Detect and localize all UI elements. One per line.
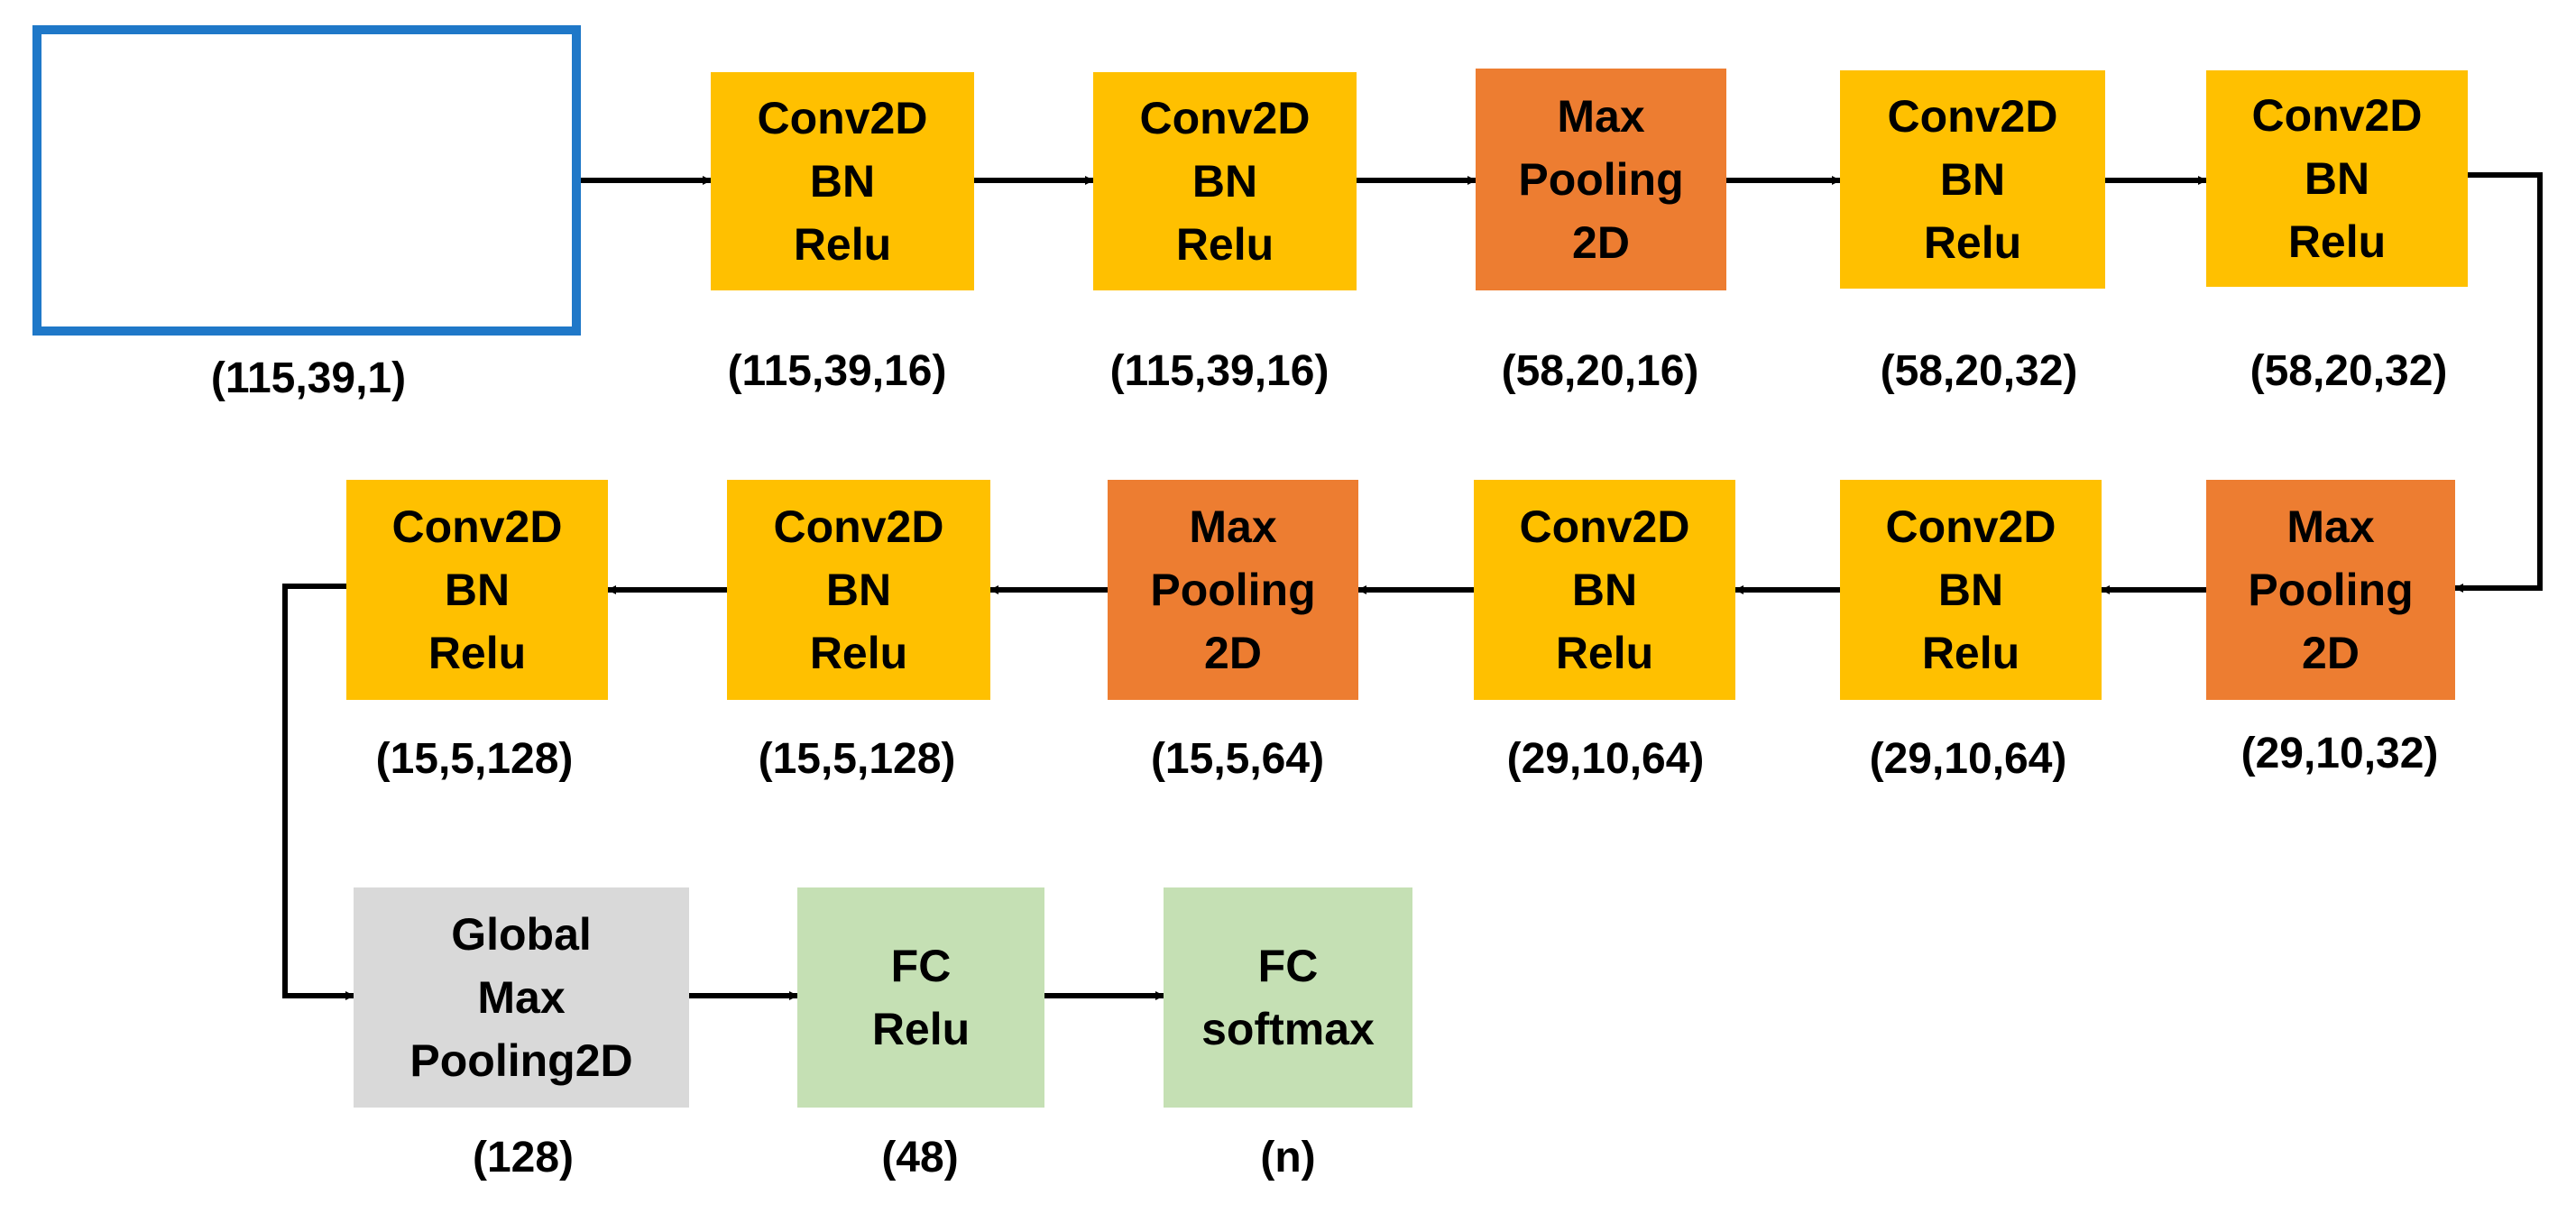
layer-shape-label-14: (n) [1260, 1134, 1316, 1182]
layer-block-line: Relu [793, 219, 892, 270]
layer-shape-label-11: (15,5,128) [375, 735, 574, 783]
layer-block-line: Max [1189, 501, 1277, 552]
layer-block-line: Pooling [2248, 565, 2414, 615]
layer-block-line: Conv2D [757, 93, 928, 143]
layer-block-line: Relu [428, 628, 527, 678]
layer-shape-label-7: (29,10,64) [1869, 735, 2067, 783]
layer-block-line: BN [2304, 153, 2370, 204]
layer-block-line: Relu [1921, 628, 2020, 678]
layer-shape-label-4: (58,20,32) [1880, 347, 2078, 395]
layer-shape-label-10: (15,5,128) [758, 735, 956, 783]
layer-block-line: Conv2D [773, 501, 944, 552]
layer-shape-label-6: (29,10,32) [2240, 730, 2439, 777]
layer-block-line: Max [1557, 91, 1645, 142]
layer-block-line: Conv2D [2251, 90, 2423, 141]
layer-block-line: FC [1257, 941, 1319, 991]
input-shape-label: (115,39,1) [210, 354, 407, 402]
layer-block-line: BN [809, 156, 876, 207]
layer-shape-label-2: (115,39,16) [1109, 347, 1329, 395]
layer-block-5: Conv2D BN Relu [2206, 70, 2468, 287]
layer-block-line: BN [1571, 565, 1638, 615]
layer-block-line: Relu [1555, 628, 1654, 678]
layer-block-line: Conv2D [1885, 501, 2056, 552]
layer-shape-label-12: (128) [472, 1134, 575, 1182]
layer-block-line: Max [477, 972, 566, 1023]
layer-block-line: BN [444, 565, 511, 615]
layer-shape-label-3: (58,20,16) [1501, 347, 1699, 395]
layer-block-line: Relu [1923, 217, 2022, 268]
layer-shape-label-8: (29,10,64) [1506, 735, 1705, 783]
layer-block-line: Pooling [1150, 565, 1316, 615]
layer-block-line: Relu [1175, 219, 1274, 270]
flow-arrow-6 [2454, 172, 2543, 593]
layer-block-7: Conv2D BN Relu [1840, 480, 2102, 700]
layer-block-4: Conv2D BN Relu [1840, 70, 2105, 289]
layer-block-2: Conv2D BN Relu [1093, 72, 1357, 290]
layer-block-14: FC softmax [1164, 887, 1412, 1108]
layer-block-line: Conv2D [391, 501, 563, 552]
layer-block-line: Max [2286, 501, 2375, 552]
layer-block-10: Conv2D BN Relu [727, 480, 990, 700]
layer-block-8: Conv2D BN Relu [1474, 480, 1735, 700]
layer-block-line: Conv2D [1139, 93, 1311, 143]
layer-block-line: BN [1191, 156, 1258, 207]
layer-block-line: Relu [809, 628, 908, 678]
layer-shape-label-5: (58,20,32) [2249, 347, 2448, 395]
layer-block-1: Conv2D BN Relu [711, 72, 974, 290]
layer-shape-label-13: (48) [881, 1134, 959, 1182]
layer-block-line: BN [1939, 154, 2006, 205]
layer-block-line: FC [890, 941, 952, 991]
layer-block-line: Pooling2D [409, 1035, 633, 1086]
input-signal-frame [32, 25, 581, 336]
layer-block-line: Relu [871, 1004, 971, 1054]
layer-block-line: BN [825, 565, 892, 615]
layer-block-13: FC Relu [797, 887, 1044, 1108]
layer-block-line: Global [451, 909, 592, 960]
layer-block-line: 2D [1572, 217, 1630, 268]
layer-block-line: Relu [2287, 216, 2387, 267]
layer-shape-label-9: (15,5,64) [1150, 735, 1325, 783]
layer-block-line: softmax [1201, 1004, 1375, 1054]
layer-block-line: 2D [1204, 628, 1262, 678]
layer-block-line: 2D [2302, 628, 2360, 678]
flow-arrows [282, 172, 2543, 1000]
layer-block-11: Conv2D BN Relu [346, 480, 608, 700]
layer-block-line: Conv2D [1519, 501, 1690, 552]
layer-block-line: Pooling [1518, 154, 1684, 205]
flow-arrow-12 [282, 584, 354, 1000]
layer-shape-label-1: (115,39,16) [727, 347, 947, 395]
layer-block-line: BN [1937, 565, 2004, 615]
layer-block-line: Conv2D [1887, 91, 2058, 142]
